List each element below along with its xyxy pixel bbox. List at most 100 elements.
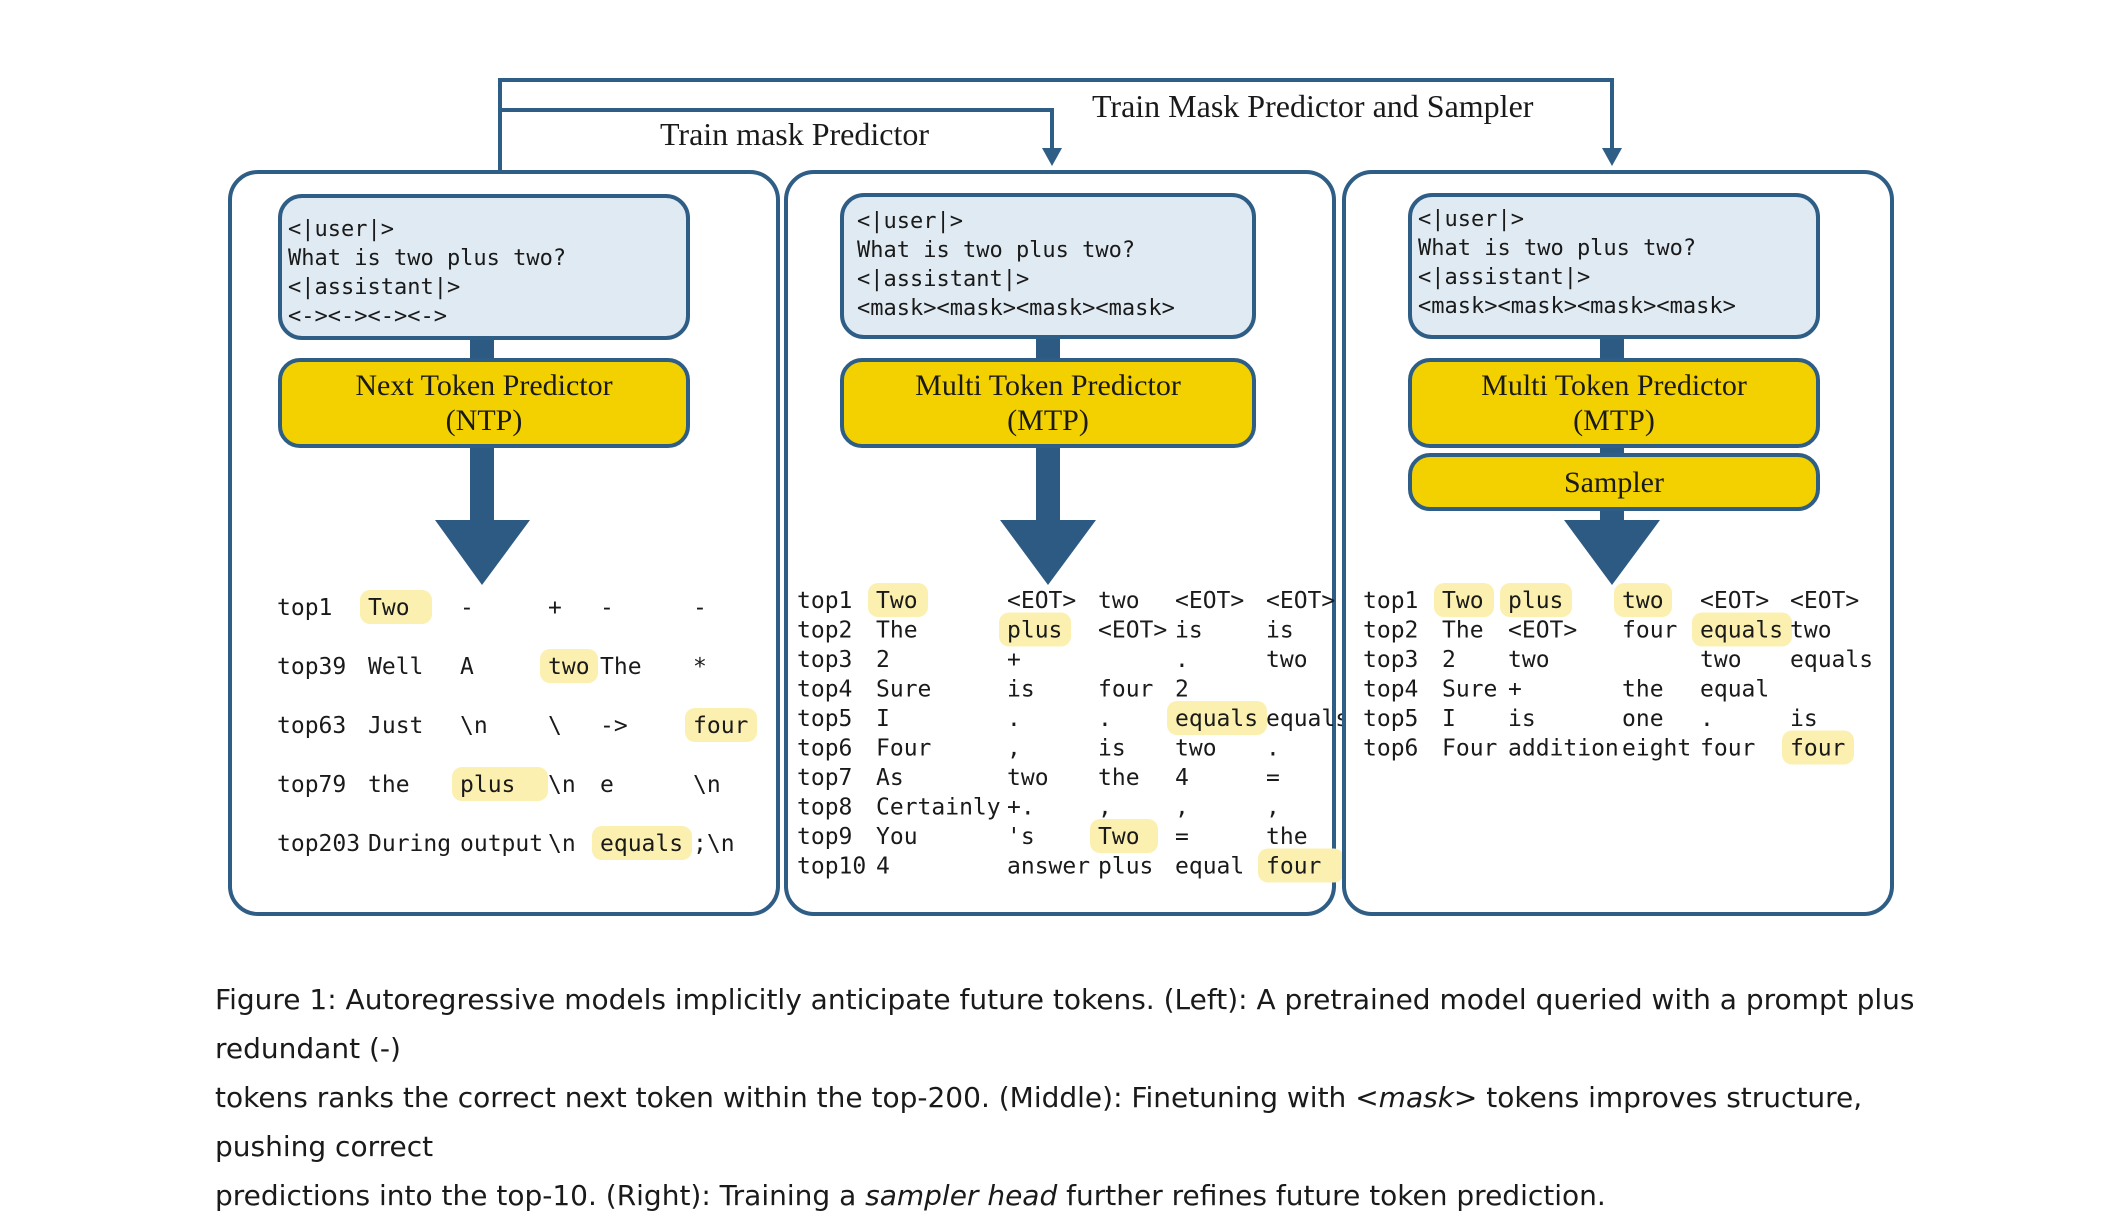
predicted-token: I xyxy=(876,706,890,732)
predicted-token: is xyxy=(1007,677,1035,703)
caption-sampler-term: sampler head xyxy=(865,1179,1058,1212)
predicted-token: two xyxy=(548,654,590,680)
predicted-token: four xyxy=(1700,736,1755,762)
predicted-token: <EOT> xyxy=(1007,588,1076,614)
predicted-token: Four xyxy=(876,736,931,762)
rank-label: top6 xyxy=(797,736,852,762)
prompt-line: <mask><mask><mask><mask> xyxy=(1418,294,1736,319)
rank-label: top39 xyxy=(277,654,346,680)
predicted-token: two xyxy=(1790,618,1832,644)
predicted-token: - xyxy=(600,595,614,621)
caption-line-2-a: tokens ranks the correct next token with… xyxy=(215,1081,1356,1114)
predicted-token: . xyxy=(1007,706,1021,732)
correct-token-highlight xyxy=(1090,819,1158,853)
predicted-token: two xyxy=(1266,647,1308,673)
rank-label: top203 xyxy=(277,831,360,857)
predicted-token: Two xyxy=(1442,588,1484,614)
predicted-token: . xyxy=(1175,647,1189,673)
predicted-token: , xyxy=(1266,795,1280,821)
predicted-token: As xyxy=(876,765,904,791)
predicted-token: Well xyxy=(368,654,423,680)
predicted-token: equals xyxy=(600,831,683,857)
correct-token-highlight xyxy=(999,612,1071,647)
predicted-token: <EOT> xyxy=(1098,618,1167,644)
rank-label: top2 xyxy=(797,618,852,644)
flow-arrow-head xyxy=(435,520,530,585)
predicted-token: Two xyxy=(1098,824,1140,850)
correct-token-highlight xyxy=(685,708,757,742)
predicted-token: four xyxy=(1098,677,1153,703)
rank-label: top9 xyxy=(797,824,852,850)
predicted-token: A xyxy=(460,654,474,680)
rank-label: top63 xyxy=(277,713,346,739)
train-sampler-arrow-line xyxy=(498,78,1614,150)
predicted-token: 4 xyxy=(876,854,890,880)
prompt-box xyxy=(1408,193,1820,339)
predicted-token: two xyxy=(1098,588,1140,614)
train-mask-label: Train mask Predictor xyxy=(660,116,929,152)
predicted-token: is xyxy=(1790,706,1818,732)
sampler-label: Sampler xyxy=(1564,466,1664,499)
predicted-token: plus xyxy=(1007,618,1062,644)
rank-label: top79 xyxy=(277,772,346,798)
rank-label: top4 xyxy=(1363,677,1418,703)
predicted-token: Certainly xyxy=(876,795,1001,821)
predicted-token: ;\n xyxy=(693,831,735,857)
predicted-token: the xyxy=(368,772,410,798)
prompt-line: What is two plus two? xyxy=(288,246,566,271)
prompt-line: What is two plus two? xyxy=(1418,236,1696,261)
rank-label: top10 xyxy=(797,854,866,880)
caption-line-2-b: tokens improves structure, pushing corre… xyxy=(215,1081,1863,1163)
predicted-token: the xyxy=(1622,677,1664,703)
predicted-token: answer xyxy=(1007,854,1090,880)
predicted-token: equals xyxy=(1266,706,1349,732)
caption-line-3-b: further refines future token prediction. xyxy=(1057,1179,1606,1212)
predicted-token: eight xyxy=(1622,736,1691,762)
predicted-token: - xyxy=(693,595,707,621)
predicted-token: - xyxy=(460,595,474,621)
figure-diagram: Train mask Predictor Train Mask Predicto… xyxy=(228,78,1894,916)
caption-mask-term: <mask> xyxy=(1355,1081,1478,1114)
predicted-token: <EOT> xyxy=(1266,588,1335,614)
predicted-token: +. xyxy=(1007,795,1035,821)
rank-label: top1 xyxy=(797,588,852,614)
train-sampler-arrow-head xyxy=(1602,148,1622,166)
predicted-token: , xyxy=(1175,795,1189,821)
model-box xyxy=(1408,358,1820,448)
correct-token-highlight xyxy=(1434,583,1494,617)
sampler-box xyxy=(1408,453,1820,511)
predicted-token: \n xyxy=(693,772,721,798)
predicted-token: \ xyxy=(548,713,562,739)
predicted-token: is xyxy=(1175,618,1203,644)
prompt-line: What is two plus two? xyxy=(857,238,1135,263)
predicted-token: 2 xyxy=(1442,647,1456,673)
predicted-token: . xyxy=(1266,736,1280,762)
predicted-token: I xyxy=(1442,706,1456,732)
predicted-token: is xyxy=(1098,736,1126,762)
model-name: Next Token Predictor xyxy=(355,369,612,402)
predicted-token: output xyxy=(460,831,543,857)
correct-token-highlight xyxy=(1258,848,1344,883)
predicted-token: equals xyxy=(1790,647,1873,673)
predicted-token: plus xyxy=(460,772,515,798)
predicted-token: is xyxy=(1266,618,1294,644)
predicted-token: two xyxy=(1508,647,1550,673)
model-name: Multi Token Predictor xyxy=(915,369,1181,402)
predicted-token: . xyxy=(1700,706,1714,732)
rank-label: top3 xyxy=(1363,647,1418,673)
panel-left: <|user|>What is two plus two?<|assistant… xyxy=(228,170,780,916)
prompt-line: <|assistant|> xyxy=(288,275,460,300)
predicted-token: four xyxy=(1790,736,1845,762)
predicted-token: one xyxy=(1622,706,1664,732)
rank-label: top1 xyxy=(1363,588,1418,614)
predicted-token: + xyxy=(1508,677,1522,703)
rank-label: top5 xyxy=(797,706,852,732)
model-box xyxy=(840,358,1256,448)
predicted-token: . xyxy=(1098,706,1112,732)
rank-label: top7 xyxy=(797,765,852,791)
caption-line-1: Figure 1: Autoregressive models implicit… xyxy=(215,983,1915,1065)
predicted-token: <EOT> xyxy=(1175,588,1244,614)
train-sampler-label: Train Mask Predictor and Sampler xyxy=(1092,88,1534,124)
predicted-token: Sure xyxy=(876,677,931,703)
predicted-token: equals xyxy=(1700,618,1783,644)
